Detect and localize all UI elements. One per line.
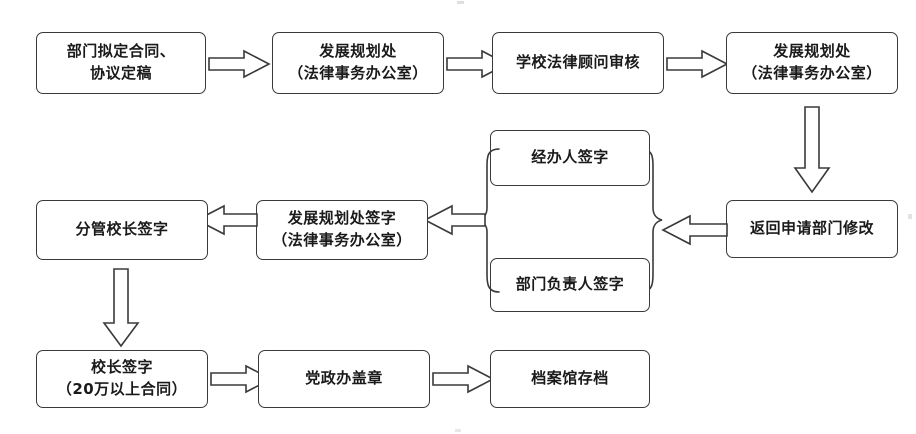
node-planning-office-1[interactable]: 发展规划处 （法律事务办公室） <box>272 32 444 94</box>
node-archive-storage[interactable]: 档案馆存档 <box>490 350 650 408</box>
node-planning-office-1-line2: （法律事务办公室） <box>288 64 428 82</box>
arrow-admin-seal-to-archive <box>432 364 495 394</box>
arrow-vice-president-to-president <box>102 268 140 348</box>
node-legal-counsel-review-line1: 学校法律顾问审核 <box>515 53 640 72</box>
node-handler-signature[interactable]: 经办人签字 <box>490 130 650 186</box>
arrow-planning2-to-return <box>793 106 831 194</box>
arrow-planning-signature-to-vice-president <box>195 204 258 236</box>
node-president-signature-line2: （20万以上合同） <box>56 380 188 398</box>
node-vice-president-signature[interactable]: 分管校长签字 <box>36 200 208 260</box>
node-archive-storage-line1: 档案馆存档 <box>531 369 609 388</box>
node-president-signature-line1: 校长签字 <box>90 358 153 377</box>
node-admin-office-seal-line1: 党政办盖章 <box>305 369 383 388</box>
node-draft[interactable]: 部门拟定合同、 协议定稿 <box>36 32 206 94</box>
node-return-for-revision[interactable]: 返回申请部门修改 <box>726 200 898 258</box>
node-handler-signature-line1: 经办人签字 <box>531 148 609 167</box>
node-legal-counsel-review[interactable]: 学校法律顾问审核 <box>492 32 664 94</box>
node-planning-office-signature-line1: 发展规划处签字 <box>287 209 397 228</box>
scan-artifact-bottom <box>455 429 461 432</box>
arrow-return-to-brace <box>661 214 728 246</box>
node-draft-line2: 协议定稿 <box>89 64 152 82</box>
node-draft-line1: 部门拟定合同、 <box>66 42 176 61</box>
node-department-head-signature[interactable]: 部门负责人签字 <box>490 258 650 312</box>
node-admin-office-seal[interactable]: 党政办盖章 <box>258 350 430 408</box>
arrow-review-to-planning2 <box>666 49 729 79</box>
node-planning-office-signature[interactable]: 发展规划处签字 （法律事务办公室） <box>256 200 428 260</box>
arrow-brace-to-planning-signature <box>423 204 486 236</box>
node-return-for-revision-line1: 返回申请部门修改 <box>749 219 874 238</box>
node-department-head-signature-line1: 部门负责人签字 <box>515 275 625 294</box>
arrow-draft-to-planning1 <box>208 49 271 79</box>
node-planning-office-signature-line2: （法律事务办公室） <box>272 231 412 249</box>
scan-artifact-right <box>908 214 912 219</box>
node-planning-office-2-line2: （法律事务办公室） <box>742 64 882 82</box>
scan-artifact-top <box>457 1 464 4</box>
brace-right <box>640 148 664 294</box>
node-planning-office-1-line1: 发展规划处 <box>319 42 397 61</box>
node-president-signature[interactable]: 校长签字 （20万以上合同） <box>36 350 208 408</box>
node-planning-office-2-line1: 发展规划处 <box>773 42 851 61</box>
node-vice-president-signature-line1: 分管校长签字 <box>75 220 169 239</box>
node-planning-office-2[interactable]: 发展规划处 （法律事务办公室） <box>726 32 898 94</box>
